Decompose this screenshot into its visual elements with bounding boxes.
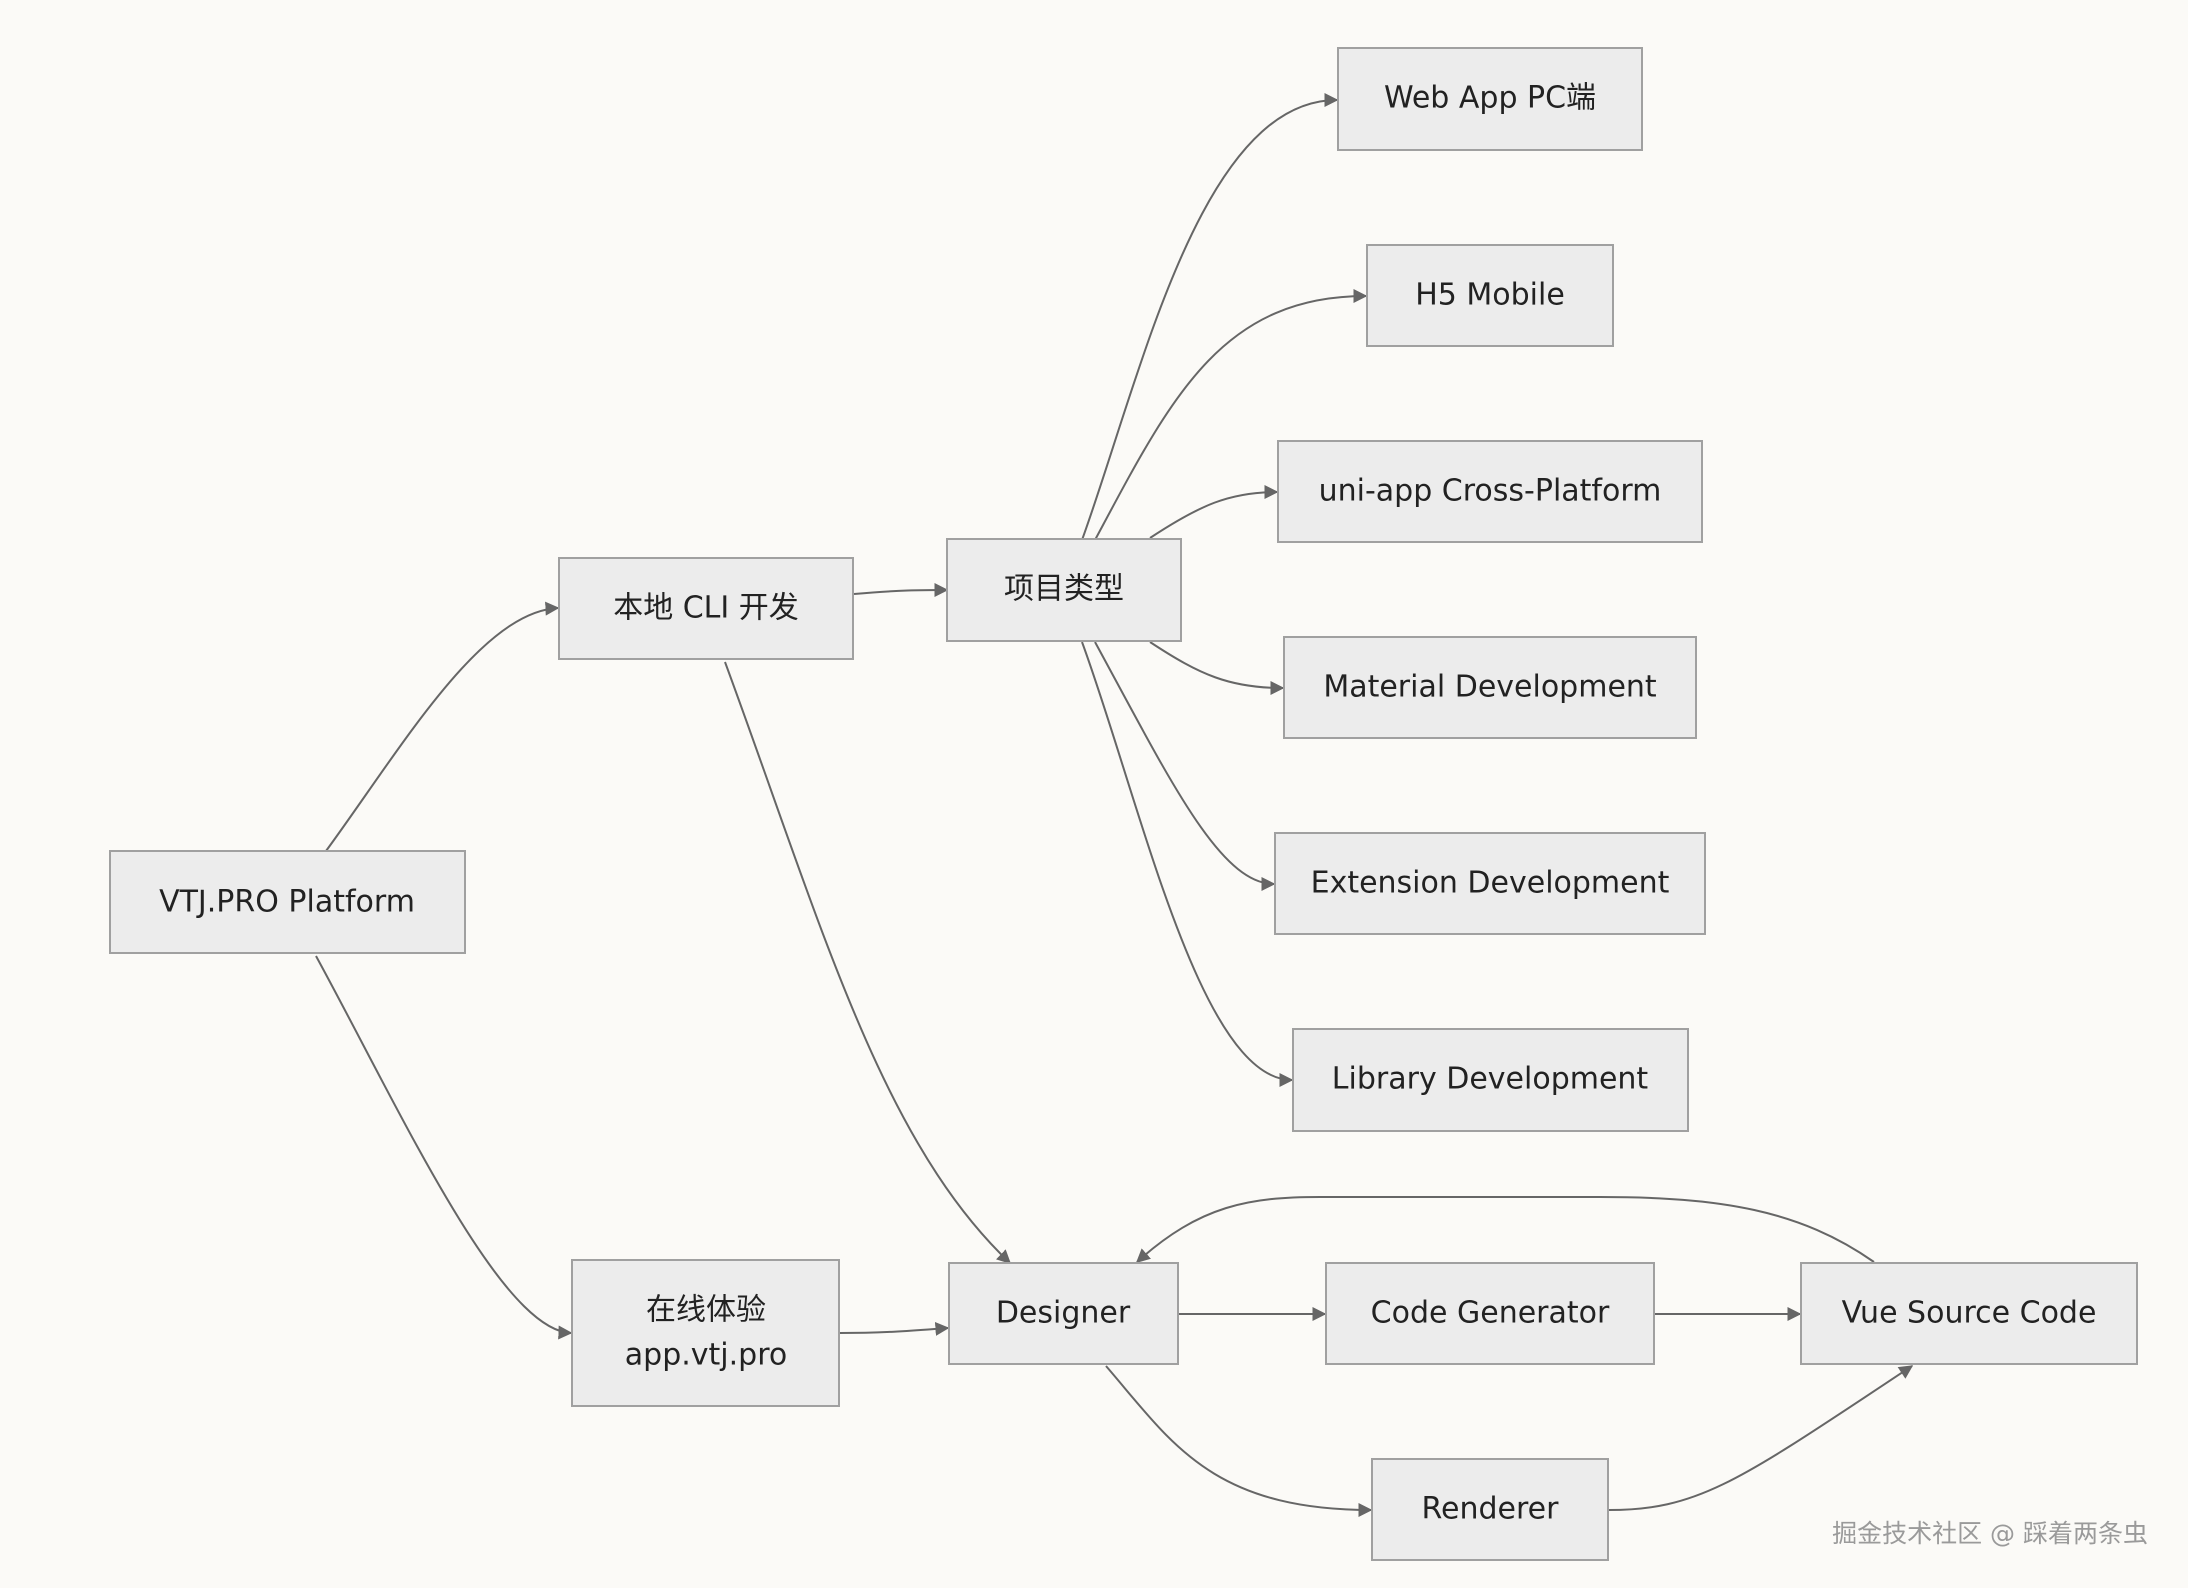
node-h5[interactable]: H5 Mobile (1366, 244, 1614, 347)
node-project-types[interactable]: 项目类型 (946, 538, 1182, 642)
edge-designer-to-renderer (1105, 1365, 1373, 1517)
watermark-text: 掘金技术社区 @ 踩着两条虫 (1832, 1519, 2148, 1548)
node-extension[interactable]: Extension Development (1274, 832, 1706, 935)
node-designer[interactable]: Designer (948, 1262, 1179, 1365)
edges (315, 93, 1914, 1517)
node-uniapp[interactable]: uni-app Cross-Platform (1277, 440, 1703, 543)
node-library-label: Library Development (1332, 1062, 1649, 1097)
node-designer-label: Designer (996, 1296, 1131, 1331)
node-project-types-label: 项目类型 (1004, 572, 1124, 607)
node-extension-label: Extension Development (1311, 866, 1670, 901)
node-platform-label: VTJ.PRO Platform (159, 885, 415, 920)
node-renderer[interactable]: Renderer (1371, 1458, 1609, 1561)
node-code-generator-label: Code Generator (1371, 1296, 1610, 1331)
node-cli[interactable]: 本地 CLI 开发 (558, 557, 854, 660)
node-platform[interactable]: VTJ.PRO Platform (109, 850, 466, 954)
edge-project-types-to-uniapp (1149, 485, 1279, 539)
node-uniapp-label: uni-app Cross-Platform (1319, 474, 1662, 509)
edge-project-types-to-library (1081, 641, 1294, 1087)
node-material-label: Material Development (1323, 670, 1657, 705)
node-code-generator[interactable]: Code Generator (1325, 1262, 1655, 1365)
edge-renderer-to-vue-source (1608, 1365, 1914, 1511)
edge-project-types-to-material (1149, 641, 1285, 695)
nodes: VTJ.PRO Platform 本地 CLI 开发 在线体验 app.vtj.… (109, 47, 2138, 1561)
edge-project-types-to-web-app (1081, 93, 1339, 541)
edge-online-to-designer (839, 1321, 950, 1336)
edge-platform-to-cli (325, 601, 560, 852)
node-web-app-label: Web App PC端 (1384, 81, 1596, 116)
node-online-label-line1: 在线体验 (646, 1293, 766, 1328)
edge-project-types-to-extension (1094, 641, 1276, 891)
node-library[interactable]: Library Development (1292, 1028, 1689, 1132)
edge-project-types-to-h5 (1094, 289, 1368, 541)
node-vue-source[interactable]: Vue Source Code (1800, 1262, 2138, 1365)
node-online-label-line2: app.vtj.pro (625, 1338, 787, 1373)
edge-cli-to-designer (724, 661, 1012, 1264)
node-online[interactable]: 在线体验 app.vtj.pro (571, 1259, 840, 1407)
node-material[interactable]: Material Development (1283, 636, 1697, 739)
node-web-app[interactable]: Web App PC端 (1337, 47, 1643, 151)
node-h5-label: H5 Mobile (1415, 278, 1565, 313)
edge-platform-to-online (315, 955, 573, 1340)
edge-cli-to-project-types (853, 583, 949, 598)
edge-vue-source-to-designer (1135, 1196, 1875, 1263)
node-cli-label: 本地 CLI 开发 (613, 591, 799, 626)
node-renderer-label: Renderer (1422, 1492, 1560, 1527)
node-vue-source-label: Vue Source Code (1842, 1296, 2097, 1331)
